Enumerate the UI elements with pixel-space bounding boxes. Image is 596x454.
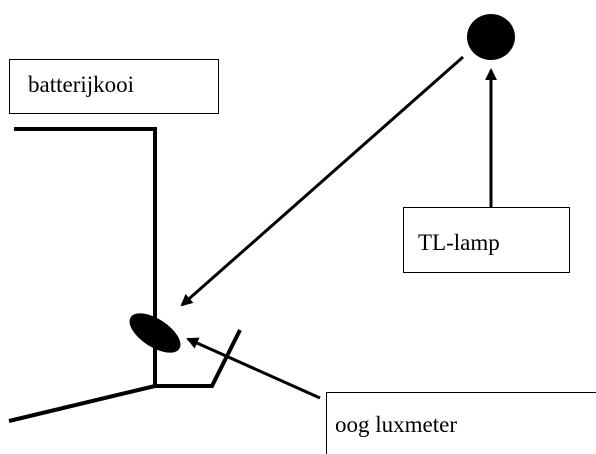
label-batterijkooi-text: batterijkooi [28, 72, 135, 97]
label-batterijkooi: batterijkooi [9, 59, 219, 114]
cage-floor [8, 384, 156, 423]
light-ray-arrow [180, 55, 464, 307]
label-oog-luxmeter-text: oog luxmeter [335, 412, 457, 437]
cage-top-wall [14, 127, 157, 386]
label-oog-luxmeter: oog luxmeter [326, 392, 596, 454]
label-tl-lamp: TL-lamp [403, 207, 570, 273]
meter-label-arrow [186, 337, 321, 400]
label-tl-lamp-text: TL-lamp [418, 230, 500, 255]
lamp-icon [467, 14, 515, 60]
luxmeter-eye-icon [129, 313, 181, 353]
cage-front-lip [155, 329, 242, 388]
